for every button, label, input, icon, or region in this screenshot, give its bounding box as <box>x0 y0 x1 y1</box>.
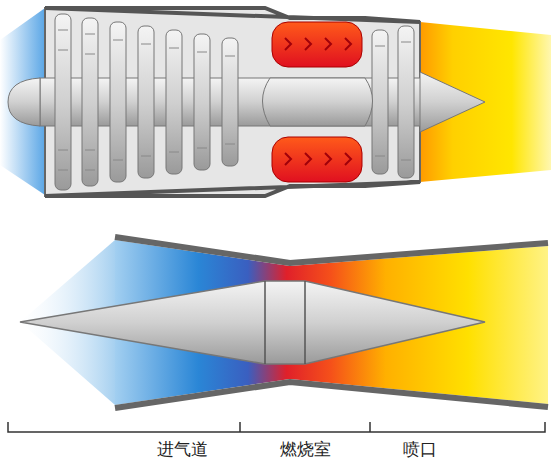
section-label: 进气道 <box>124 438 240 461</box>
section-label: 燃烧室 <box>240 438 370 461</box>
section-label: 喷口 <box>370 438 470 461</box>
